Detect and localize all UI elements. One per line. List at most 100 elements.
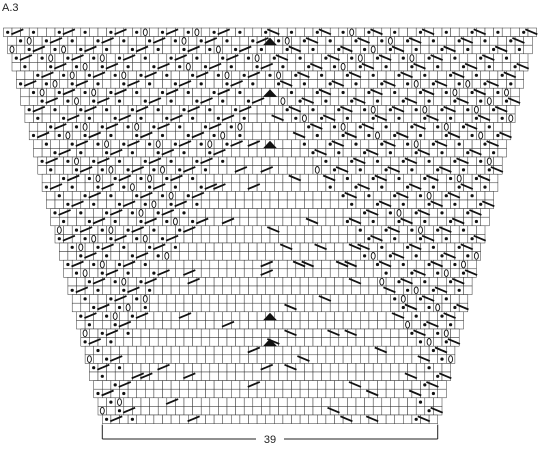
chart-cell [265,285,275,295]
chart-cell [338,268,348,278]
chart-cell [265,173,275,184]
chart-cell [162,311,172,321]
chart-cell [308,388,318,399]
chart-cell [308,354,318,364]
chart-cell [231,251,241,261]
chart-cell [385,380,395,390]
slanted-decrease [182,372,196,380]
chart-cell [295,328,305,338]
slanted-decrease [404,303,418,311]
chart-cell [381,406,391,416]
chart-cell [390,62,400,72]
triangle-decrease [263,37,277,46]
chart-cell [428,44,438,55]
purl-dot [431,185,435,189]
slanted-decrease [456,97,469,104]
chart-cell [317,414,327,424]
chart-cell [299,414,309,424]
chart-cell [235,156,245,166]
chart-cell [347,371,357,381]
chart-cell [398,225,408,235]
purl-dot [49,168,53,172]
purl-dot [83,194,87,198]
chart-cell [312,259,322,270]
purl-dot [375,99,380,103]
chart-cell [420,285,430,295]
purl-dot [427,305,431,310]
purl-dot [427,262,431,267]
chart-cell [329,191,340,201]
chart-cell [403,208,413,218]
slanted-decrease [383,140,396,147]
purl-dot [324,56,328,60]
chart-cell [71,130,82,141]
chart-cell [274,208,284,218]
slanted-decrease [165,398,179,405]
slanted-decrease [438,226,452,233]
chart-cell [162,139,172,149]
purl-dot [191,73,195,77]
chart-cell [368,354,378,364]
chart-cell [226,268,236,278]
purl-dot [87,219,91,224]
chart-cell [334,380,344,390]
chart-cell [368,139,378,149]
chart-cell [317,79,327,89]
chart-cell [226,130,236,141]
chart-cell [304,199,314,209]
purl-dot [221,56,225,60]
purl-dot [165,116,169,120]
chart-cell [196,320,206,330]
chart-cell [364,53,374,63]
purl-dot [143,56,147,60]
chart-cell [209,199,219,209]
chart-cell [458,27,469,37]
purl-dot [49,125,53,129]
chart-cell [484,27,494,37]
chart-cell [398,337,408,347]
purl-dot [208,151,212,155]
chart-cell [157,371,168,381]
chart-cell [252,268,262,278]
purl-dot [397,73,401,77]
chart-cell [248,354,258,364]
chart-cell [484,87,494,98]
chart-cell [205,242,215,252]
chart-cell [153,414,163,424]
chart-cell [489,182,499,192]
chart-cell [205,285,215,295]
purl-dot [152,65,156,69]
purl-dot [87,280,91,284]
chart-cell [231,285,241,295]
slanted-decrease [66,174,80,182]
chart-cell [489,173,499,184]
chart-cell [114,165,125,175]
purl-dot [483,185,487,189]
purl-dot [148,82,152,86]
slanted-decrease [139,131,153,139]
chart-cell [213,251,223,261]
chart-cell [381,191,391,201]
purl-dot [105,211,109,215]
purl-dot [70,288,74,292]
purl-dot [117,305,122,310]
purl-dot [406,39,410,43]
chart-cell [200,337,211,347]
chart-cell [179,354,189,364]
purl-dot [105,108,109,112]
chart-cell [209,406,219,416]
chart-cell [157,337,168,347]
purl-dot [457,142,461,146]
purl-dot [44,39,49,43]
slanted-decrease [434,346,448,354]
purl-dot [31,133,36,138]
chart-cell [183,397,193,407]
chart-cell [325,242,335,252]
purl-dot [470,194,474,198]
yarn-over [91,234,97,243]
yarn-over [473,105,479,114]
slanted-decrease [152,243,166,251]
chart-cell [183,122,193,132]
slanted-decrease [204,183,218,190]
chart-cell [218,191,228,201]
